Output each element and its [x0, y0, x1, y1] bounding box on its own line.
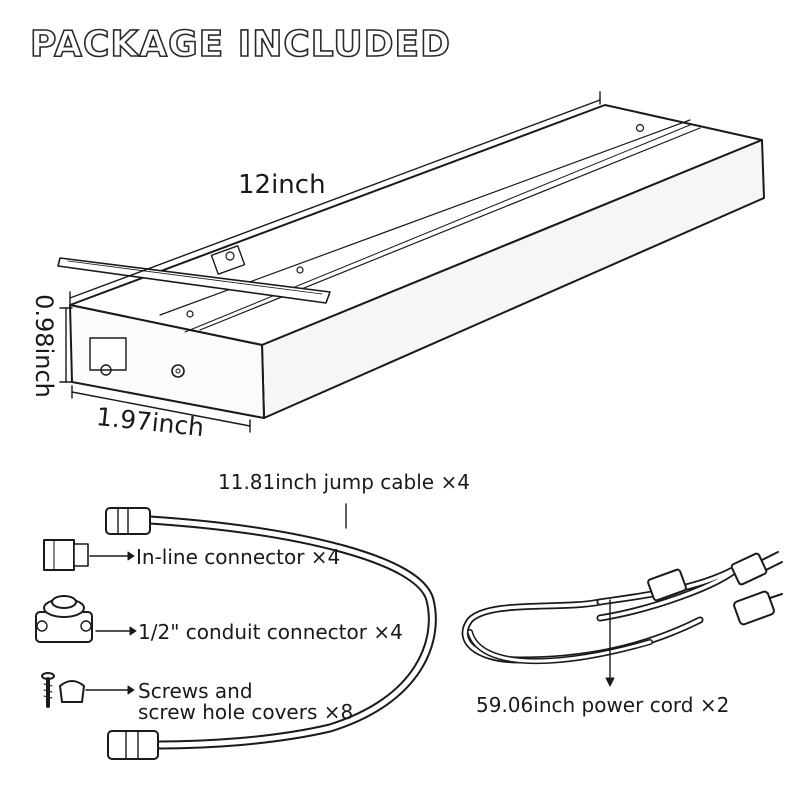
- power-cord-label: 59.06inch power cord ×2: [476, 693, 730, 717]
- screws-label-line2: screw hole covers ×8: [138, 700, 354, 724]
- conduit-connector-label: 1/2" conduit connector ×4: [138, 620, 403, 644]
- jump-cable-label: 11.81inch jump cable ×4: [218, 470, 470, 494]
- power-cord-illustration: [461, 551, 783, 687]
- screws-label: Screws and screw hole covers ×8: [138, 681, 353, 723]
- dimension-lines: [59, 91, 601, 433]
- inline-connector-icon: [43, 539, 135, 571]
- conduit-connector-icon: [35, 595, 137, 643]
- screws-label-line1: Screws and: [138, 679, 253, 703]
- length-dimension-label: 12inch: [238, 170, 326, 200]
- package-title: PACKAGE INCLUDED: [29, 23, 451, 66]
- height-dimension-label: 0.98inch: [30, 294, 58, 398]
- inline-connector-label: In-line connector ×4: [136, 545, 341, 569]
- light-bar-illustration: [57, 104, 765, 419]
- screw-icon: [41, 672, 55, 708]
- screw-hole-cover-icon: [59, 680, 135, 703]
- jump-cable-illustration: [105, 503, 437, 760]
